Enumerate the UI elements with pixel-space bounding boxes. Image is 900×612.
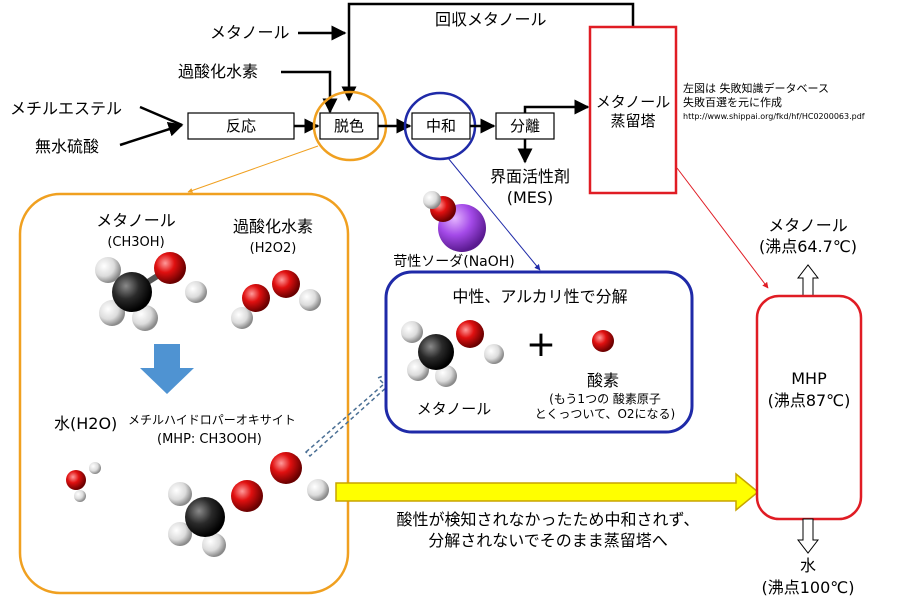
neutralization-label: 中和 bbox=[426, 117, 456, 135]
column-mid-bp: (沸点87℃) bbox=[768, 391, 851, 410]
recovered-methanol-line bbox=[341, 2, 635, 102]
column-mid-name: MHP bbox=[791, 369, 827, 388]
recovered-methanol-label: 回収メタノール bbox=[435, 10, 547, 29]
caustic-soda-molecule bbox=[423, 191, 486, 252]
source-note-line2: 失敗百選を元に作成 bbox=[683, 95, 782, 109]
reaction-down-arrow bbox=[140, 344, 194, 394]
bypass-text-line2: 分解されないでそのまま蒸留塔へ bbox=[428, 531, 668, 550]
surfactant-abbrev: (MES) bbox=[507, 188, 554, 207]
caustic-soda-label: 苛性ソーダ(NaOH) bbox=[393, 253, 515, 270]
bleaching-box bbox=[319, 112, 379, 140]
neutralization-detail-connector bbox=[447, 157, 541, 271]
distillation-label-line1: メタノール bbox=[596, 93, 671, 111]
input-peroxide-label: 過酸化水素 bbox=[178, 62, 258, 81]
plus-sign: + bbox=[526, 324, 556, 365]
oxygen-label: 酸素 bbox=[587, 371, 619, 390]
peroxide-name: 過酸化水素 bbox=[233, 217, 313, 236]
product-methanol-label: メタノール bbox=[417, 400, 492, 418]
bleaching-detail-connector bbox=[187, 145, 319, 193]
decomposition-panel bbox=[384, 270, 694, 434]
input-methyl-ester-label: メチルエステル bbox=[10, 99, 122, 118]
source-note-url: http://www.shippai.org/fkd/hf/HC0200063.… bbox=[683, 112, 865, 121]
column-top-up-arrow bbox=[796, 264, 820, 297]
column-top-name: メタノール bbox=[768, 216, 848, 235]
water-label: 水(H2O) bbox=[54, 414, 117, 433]
methanol-formula: (CH3OH) bbox=[107, 235, 164, 250]
methanol-distillation-column bbox=[588, 25, 678, 195]
column-bottom-down-arrow bbox=[796, 518, 820, 554]
mhp-name: メチルハイドロパーオキサイト bbox=[128, 413, 296, 427]
input-sulfuric-acid-label: 無水硫酸 bbox=[35, 137, 99, 156]
mhp-molecule bbox=[168, 452, 329, 557]
reaction-label: 反応 bbox=[226, 117, 256, 135]
product-methanol-molecule bbox=[401, 320, 504, 387]
oxygen-note-line2: とくっついて、O2になる) bbox=[535, 407, 675, 421]
separation-label: 分離 bbox=[510, 117, 540, 135]
column-top-bp: (沸点64.7℃) bbox=[759, 237, 857, 256]
methanol-molecule bbox=[95, 252, 207, 331]
bypass-text-line1: 酸性が検知されなかったため中和されず、 bbox=[397, 510, 700, 529]
oxygen-note-line1: (もう1つの 酸素原子 bbox=[549, 391, 661, 406]
input-peroxide-arrow bbox=[281, 70, 338, 114]
methanol-name: メタノール bbox=[96, 211, 176, 230]
distillation-label-line2: 蒸留塔 bbox=[610, 112, 655, 130]
oxygen-atom bbox=[592, 330, 614, 352]
column-bottom-bp: (沸点100℃) bbox=[762, 578, 855, 597]
mhp-formula: (MHP: CH3OOH) bbox=[157, 432, 262, 447]
sulfuric-acid-line bbox=[119, 122, 184, 147]
source-note-line1: 左図は 失敗知識データベース bbox=[683, 81, 829, 95]
peroxide-formula: (H2O2) bbox=[250, 241, 297, 256]
separation-to-column-arrow bbox=[523, 99, 590, 115]
surfactant-label: 界面活性剤 bbox=[490, 167, 570, 186]
column-detail-connector bbox=[676, 167, 769, 289]
input-methanol-label: メタノール bbox=[210, 23, 290, 42]
bleaching-label: 脱色 bbox=[334, 117, 364, 135]
water-molecule bbox=[66, 462, 101, 502]
bypass-yellow-arrow bbox=[335, 472, 760, 512]
column-bottom-name: 水 bbox=[800, 556, 816, 575]
peroxide-molecule bbox=[231, 270, 321, 329]
methyl-ester-line bbox=[139, 105, 183, 127]
decomposition-title: 中性、アルカリ性で分解 bbox=[452, 287, 627, 306]
